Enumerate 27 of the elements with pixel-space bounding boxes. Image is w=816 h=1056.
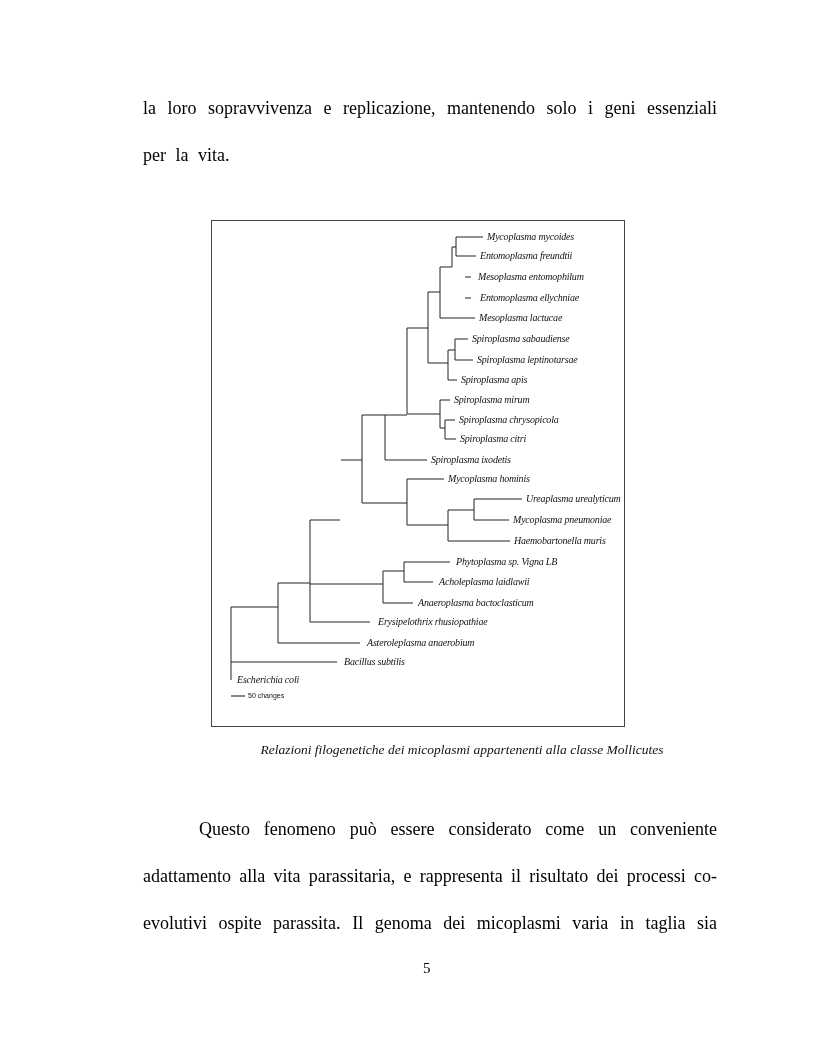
species-label: Mycoplasma hominis bbox=[448, 472, 530, 485]
species-label: Bacillus subtilis bbox=[344, 655, 405, 668]
species-label: Mycoplasma mycoides bbox=[487, 230, 574, 243]
body-paragraph: la loro sopravvivenza e replicazione, mantenendo solo i geni essenziali per la vita. bbox=[143, 97, 717, 167]
species-label: Spiroplasma chrysopicola bbox=[459, 413, 559, 426]
species-label: Mycoplasma pneumoniae bbox=[513, 513, 612, 526]
species-label: Acholeplasma laidlawii bbox=[439, 575, 530, 588]
species-label: Spiroplasma leptinotarsae bbox=[477, 353, 578, 366]
species-label: Escherichia coli bbox=[237, 673, 300, 686]
species-label: Haemobartonella muris bbox=[514, 534, 606, 547]
body-paragraph: Questo fenomeno può essere considerato come un conveniente adattamento alla vita parassitaria, e rappresenta il risultato dei processi co-evolutivi ospite parassita. Il genoma dei micoplasmi varia in taglia sia bbox=[143, 818, 717, 935]
species-label: Mesoplasma lactucae bbox=[479, 311, 563, 324]
species-label: Entomoplasma ellychniae bbox=[480, 291, 579, 304]
species-label: Ureaplasma urealyticum bbox=[526, 492, 621, 505]
species-label: Spiroplasma ixodetis bbox=[431, 453, 511, 466]
figure-caption: Relazioni filogenetiche dei micoplasmi appartenenti alla classe Mollicutes bbox=[259, 742, 665, 758]
species-label: Asteroleplasma anaerobium bbox=[367, 636, 475, 649]
species-label: Spiroplasma mirum bbox=[454, 393, 530, 406]
page-number: 5 bbox=[423, 960, 431, 977]
species-label: Spiroplasma citri bbox=[460, 432, 526, 445]
species-label: Phytoplasma sp. Vigna LB bbox=[456, 555, 558, 568]
species-label: Anaeroplasma bactoclasticum bbox=[418, 596, 534, 609]
species-label: Entomoplasma freundtii bbox=[480, 249, 573, 262]
species-label: Mesoplasma entomophilum bbox=[478, 270, 584, 283]
species-label: Spiroplasma apis bbox=[461, 373, 528, 386]
species-label: Erysipelothrix rhusiopathiae bbox=[378, 615, 488, 628]
species-label: Spiroplasma sabaudiense bbox=[472, 332, 570, 345]
